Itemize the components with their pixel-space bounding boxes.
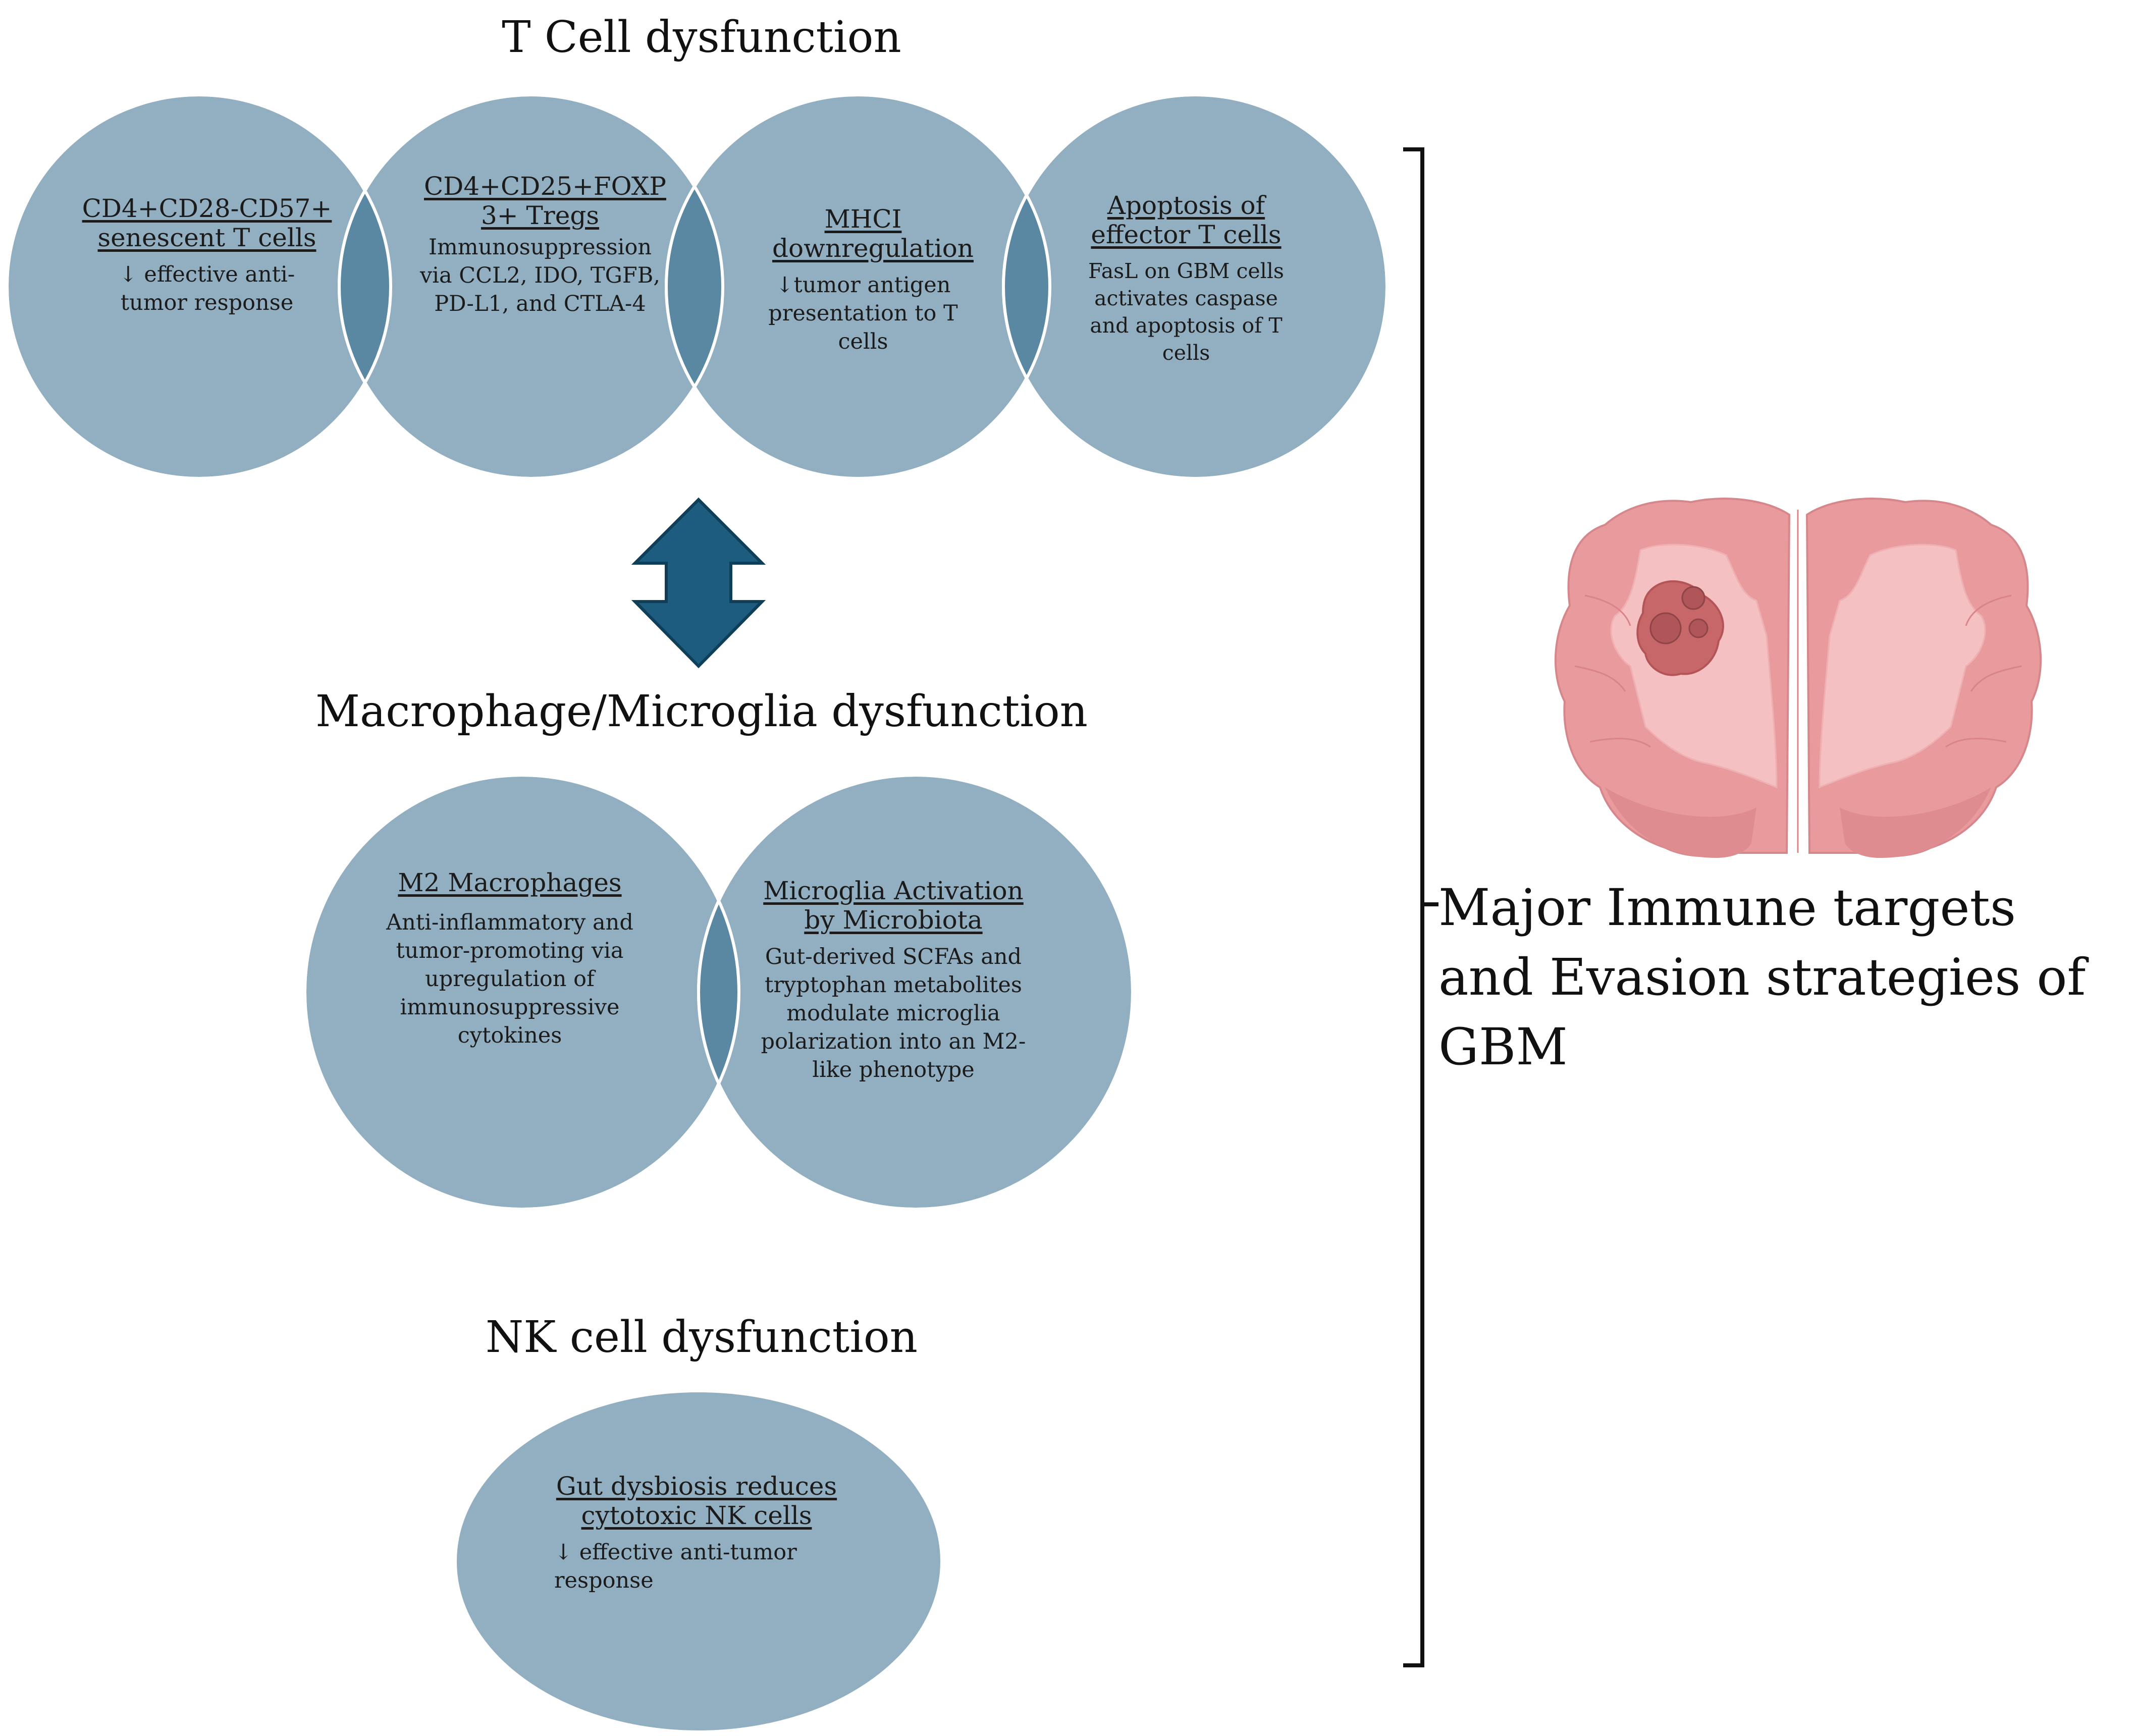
m-circle-1-text: M2 Macrophages Anti-inflammatory and tum… bbox=[363, 868, 656, 1050]
right-bracket bbox=[1403, 147, 1438, 1667]
t-cell-section-title: T Cell dysfunction bbox=[502, 12, 901, 63]
m-circle-2-text: Microglia Activation by Microbiota Gut-d… bbox=[747, 876, 1040, 1084]
t-cell-circles bbox=[6, 93, 1389, 480]
nk-ellipse-text: Gut dysbiosis reduces cytotoxic NK cells… bbox=[540, 1472, 853, 1595]
m-circle-2-title: Microglia Activation by Microbiota bbox=[763, 876, 1024, 935]
t-circle-4-text: Apoptosis of effector T cells FasL on GB… bbox=[1065, 191, 1307, 366]
t-circle-2-text: CD4+CD25+FOXP 3+ Tregs Immunosuppression… bbox=[414, 172, 666, 318]
t-circle-3-text: MHCI downregulation ↓tumor antigen prese… bbox=[757, 204, 974, 356]
t-circle-1-text: CD4+CD28-CD57+ senescent T cells ↓ effec… bbox=[76, 194, 338, 317]
m-circle-1-body: Anti-inflammatory and tumor-promoting vi… bbox=[386, 910, 633, 1048]
t-circle-4-title: Apoptosis of effector T cells bbox=[1091, 191, 1282, 249]
t-circle-2-body: Immunosuppression via CCL2, IDO, TGFB, P… bbox=[419, 235, 661, 316]
t-circle-1-title: CD4+CD28-CD57+ senescent T cells bbox=[82, 194, 332, 252]
t-circle-2-title: CD4+CD25+FOXP 3+ Tregs bbox=[424, 172, 666, 230]
t-circle-3-body: ↓tumor antigen presentation to T cells bbox=[768, 273, 958, 354]
brain-tumor-icon bbox=[1554, 498, 2042, 858]
m-circle-2-body: Gut-derived SCFAs and tryptophan metabol… bbox=[761, 944, 1026, 1082]
m-circle-1-title: M2 Macrophages bbox=[398, 868, 622, 897]
main-label: Major Immune targets and Evasion strateg… bbox=[1438, 873, 2130, 1082]
macrophage-section-title: Macrophage/Microglia dysfunction bbox=[315, 686, 1088, 737]
t-circle-4-body: FasL on GBM cells activates caspase and … bbox=[1088, 259, 1284, 365]
t-circle-3-title: MHCI downregulation bbox=[772, 204, 974, 263]
double-vertical-arrow-icon bbox=[631, 497, 766, 669]
nk-section-title: NK cell dysfunction bbox=[485, 1312, 918, 1363]
nk-ellipse-title: Gut dysbiosis reduces cytotoxic NK cells bbox=[556, 1472, 837, 1530]
main-label-text: Major Immune targets and Evasion strateg… bbox=[1438, 878, 2086, 1076]
t-circle-1-body: ↓ effective anti-tumor response bbox=[119, 262, 295, 315]
nk-ellipse bbox=[454, 1389, 943, 1733]
nk-ellipse-body: ↓ effective anti-tumor response bbox=[554, 1540, 797, 1593]
macrophage-circles bbox=[303, 774, 1134, 1211]
